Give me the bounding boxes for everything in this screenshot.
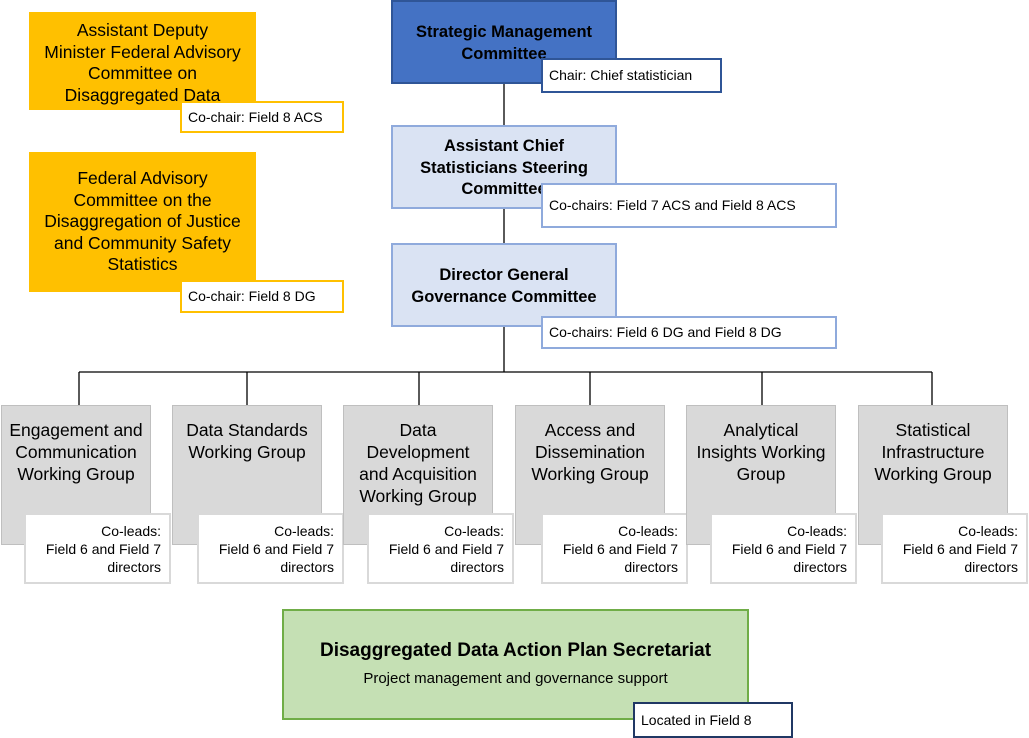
colead-line: Field 6 and Field 7 [562,540,678,557]
title-line: Working Group [874,464,992,484]
justice-advisory-committee-box: Federal Advisory Committee on the Disagg… [29,152,256,292]
strategic-management-committee-box: Strategic Management Committee [391,0,617,84]
title-line: Infrastructure [881,442,985,462]
justice-cochair-tag: Co-chair: Field 8 DG [180,280,344,313]
title-line: Engagement and [9,420,143,440]
title-line: Committee on [88,63,197,83]
working-group-title: Analytical Insights Working Group [687,419,835,485]
title-line: Disaggregated Data [64,84,221,105]
secretariat-location-label: Located in Field 8 [641,711,752,728]
colead-line: Co-leads: [787,522,847,539]
colead-line: Co-leads: [101,522,161,539]
colead-line: directors [280,558,334,575]
working-group-data-development-coleads-tag: Co-leads: Field 6 and Field 7 directors [367,513,514,584]
title-line: Data Standards [186,420,308,440]
title-line: Statistical [895,420,971,440]
colead-line: directors [624,558,678,575]
dg-cochairs-label: Co-chairs: Field 6 DG and Field 8 DG [549,324,782,340]
working-group-analytical-insights-coleads-tag: Co-leads: Field 6 and Field 7 directors [710,513,857,584]
adm-cochair-tag: Co-chair: Field 8 ACS [180,101,344,133]
colead-line: Field 6 and Field 7 [218,540,334,557]
dg-governance-committee-box: Director General Governance Committee [391,243,617,327]
colead-line: directors [107,558,161,575]
title-line: Statistics [107,254,178,274]
title-line: Insights Working [696,442,826,462]
working-group-title: Data Standards Working Group [173,419,321,463]
adm-advisory-committee-title: Assistant Deputy Minister Federal Adviso… [29,20,256,106]
colead-line: Co-leads: [958,522,1018,539]
colead-line: Field 6 and Field 7 [45,540,161,557]
strategic-chair-tag: Chair: Chief statistician [541,58,722,93]
working-group-data-standards-coleads-tag: Co-leads: Field 6 and Field 7 directors [197,513,344,584]
colead-line: Field 6 and Field 7 [388,540,504,557]
acs-cochairs-tag: Co-chairs: Field 7 ACS and Field 8 ACS [541,183,837,228]
colead-line: Co-leads: [444,522,504,539]
working-group-title: Access and Dissemination Working Group [516,419,664,485]
adm-cochair-label: Co-chair: Field 8 ACS [188,108,323,125]
adm-advisory-committee-box: Assistant Deputy Minister Federal Adviso… [29,12,256,110]
title-line: and Acquisition [359,464,477,484]
title-line: Analytical [723,420,799,440]
title-line: Assistant Deputy [76,20,209,40]
title-line: Committee [461,44,547,63]
title-line: Strategic Management [415,23,593,41]
title-line: Working Group [17,464,135,484]
title-line: Assistant Chief [443,137,565,155]
acs-steering-committee-title: Assistant Chief Statisticians Steering C… [393,136,615,201]
colead-line: Co-leads: [618,522,678,539]
title-line: Governance Committee [411,287,597,306]
working-group-title: Statistical Infrastructure Working Group [859,419,1007,485]
secretariat-subtitle: Project management and governance suppor… [363,670,668,687]
title-line: Dissemination [535,442,645,462]
strategic-chair-label: Chair: Chief statistician [549,67,693,83]
title-line: Group [736,464,786,484]
secretariat-location-tag: Located in Field 8 [633,702,793,738]
colead-line: Field 6 and Field 7 [902,540,1018,557]
working-group-title: Data Development and Acquisition Working… [344,419,492,507]
title-line: Data [399,420,437,440]
strategic-management-committee-title: Strategic Management Committee [393,22,615,65]
secretariat-title: Disaggregated Data Action Plan Secretari… [319,640,712,661]
justice-cochair-label: Co-chair: Field 8 DG [188,288,316,304]
colead-line: Field 6 and Field 7 [731,540,847,557]
title-line: Access and [544,420,636,440]
colead-line: Co-leads: [274,522,334,539]
title-line: Committee [461,180,547,198]
working-group-engagement-coleads-tag: Co-leads: Field 6 and Field 7 directors [24,513,171,584]
title-line: Minister Federal Advisory [44,41,241,62]
working-group-access-dissemination-coleads-tag: Co-leads: Field 6 and Field 7 directors [541,513,688,584]
colead-line: directors [964,558,1018,575]
title-line: Working Group [188,442,306,462]
title-line: Development [366,442,470,462]
title-line: Committee on the [73,189,212,210]
secretariat-box: Disaggregated Data Action Plan Secretari… [282,609,749,720]
title-line: Statisticians Steering [420,158,588,177]
title-line: and Community Safety [53,232,232,253]
colead-line: directors [450,558,504,575]
title-line: Working Group [531,464,649,484]
title-line: Disaggregation of Justice [44,211,241,231]
acs-steering-committee-box: Assistant Chief Statisticians Steering C… [391,125,617,209]
dg-cochairs-tag: Co-chairs: Field 6 DG and Field 8 DG [541,316,837,349]
working-group-title: Engagement and Communication Working Gro… [2,419,150,485]
title-line: Director General [439,266,569,284]
title-line: Federal Advisory [77,168,208,188]
title-line: Communication [15,442,137,462]
colead-line: directors [793,558,847,575]
acs-cochairs-label: Co-chairs: Field 7 ACS and Field 8 ACS [549,197,796,213]
title-line: Working Group [359,486,477,506]
justice-advisory-committee-title: Federal Advisory Committee on the Disagg… [29,168,256,276]
working-group-statistical-infrastructure-coleads-tag: Co-leads: Field 6 and Field 7 directors [881,513,1028,584]
dg-governance-committee-title: Director General Governance Committee [393,265,615,308]
